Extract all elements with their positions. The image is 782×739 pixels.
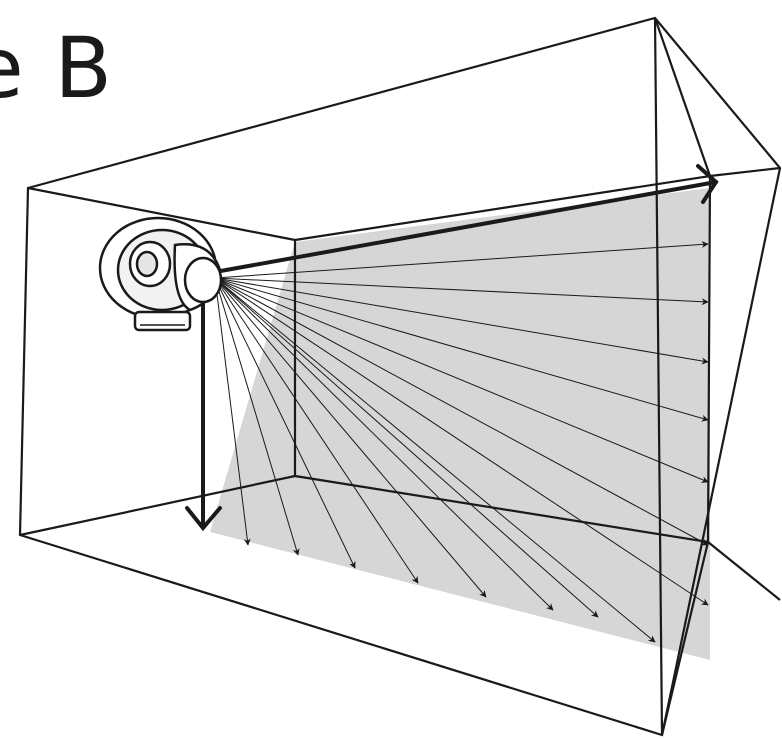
vertical-arrowhead xyxy=(185,506,222,532)
detection-ray xyxy=(214,277,709,546)
detection-ray xyxy=(214,277,300,556)
main-axis-arrows xyxy=(185,164,719,532)
detection-ray xyxy=(214,277,709,306)
coverage-area xyxy=(210,188,710,660)
detection-rays xyxy=(214,240,709,643)
detection-ray xyxy=(214,277,251,546)
horizontal-range-arrow xyxy=(213,180,718,274)
detection-ray xyxy=(214,277,709,365)
detection-ray xyxy=(214,277,419,584)
detection-ray xyxy=(214,277,554,611)
detection-ray xyxy=(214,240,709,279)
figure-title: e B xyxy=(0,19,115,117)
detection-ray xyxy=(214,277,709,422)
detection-ray xyxy=(214,277,709,606)
detection-ray xyxy=(214,277,599,618)
camera-sensor-icon xyxy=(98,216,223,332)
detection-ray xyxy=(214,277,487,598)
detection-ray xyxy=(214,277,656,643)
detection-ray xyxy=(214,277,356,569)
detection-ray xyxy=(214,277,709,483)
horizontal-arrowhead xyxy=(696,164,719,204)
